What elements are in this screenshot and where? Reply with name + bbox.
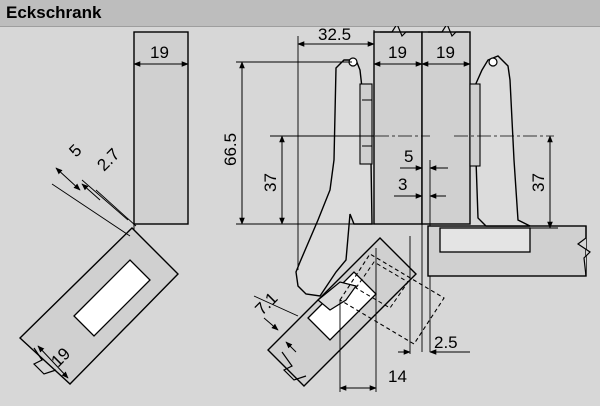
- hinge-arm: [295, 59, 373, 297]
- dashed-cup-outline: [355, 261, 409, 309]
- left-corner-schematic: [18, 31, 189, 385]
- label-mid-19a: 19: [388, 43, 407, 62]
- dim-line-2-7: [81, 183, 101, 201]
- right-hinge-pivot: [488, 57, 498, 67]
- label-37-right: 37: [529, 173, 548, 192]
- break-mark-top-2: [428, 26, 468, 38]
- dashed-door-outline: [339, 253, 445, 345]
- dim-line-7-1: [263, 317, 279, 331]
- label-14: 14: [388, 367, 407, 386]
- right-hinge-arm: [473, 55, 531, 227]
- right-hinge-plate: [469, 83, 481, 167]
- right-mounting-plate: [439, 227, 531, 253]
- center-door-break-mark: [281, 351, 307, 381]
- right-break-mark: [576, 226, 591, 277]
- label-5-left: 5: [65, 141, 85, 161]
- left-cup-recess: [73, 259, 151, 337]
- center-hinge-drawing: [236, 26, 471, 392]
- label-7-1: 7.1: [251, 289, 281, 319]
- label-left-panel-19: 19: [150, 43, 169, 62]
- hinge-cup-link: [317, 281, 358, 311]
- label-3: 3: [398, 175, 407, 194]
- label-5-mid: 5: [404, 147, 413, 166]
- break-mark-top-1: [380, 26, 420, 38]
- label-2-7: 2.7: [93, 145, 123, 175]
- dim-line-5: [55, 167, 81, 191]
- page-title: Eckschrank: [6, 3, 102, 22]
- hinge-mounting-plate: [359, 83, 373, 165]
- dim-line-left-door-19: [37, 345, 69, 379]
- title-bar: Eckschrank: [0, 0, 600, 27]
- label-66-5: 66.5: [221, 133, 240, 166]
- right-side-view: [427, 55, 591, 277]
- label-37-left: 37: [261, 173, 280, 192]
- label-2-5: 2.5: [434, 333, 458, 352]
- label-32-5: 32.5: [318, 26, 351, 44]
- technical-drawing: 19 5 2.7 19 32.5 19 19 66.5 37 5 3 7.1 2…: [18, 26, 591, 392]
- label-mid-19b: 19: [436, 43, 455, 62]
